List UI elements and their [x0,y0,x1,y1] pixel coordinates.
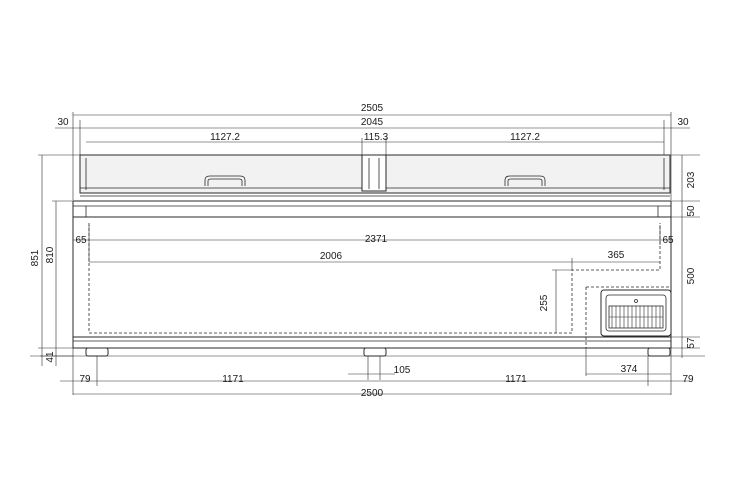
cabinet-base [72,336,672,349]
dim-bottom-span-right: 1171 [505,374,527,385]
dim-machine-width: 365 [608,250,625,261]
dim-lid-right: 1127.2 [510,132,540,143]
dim-well-width: 2006 [320,251,343,262]
rim [72,200,672,218]
dim-height-base: 57 [686,337,697,349]
dim-height-total: 851 [30,249,41,266]
dim-inset-right: 65 [662,235,674,246]
dim-lid-left: 1127.2 [210,132,240,143]
cabinet-outline [40,154,705,357]
dim-lid-center: 115.3 [364,132,389,143]
dim-top-overall: 2505 [361,103,384,114]
dim-top-inner: 2045 [361,117,384,128]
machine-compartment-outline [585,286,671,348]
dim-grille-width: 374 [621,364,638,375]
dim-bottom-center: 105 [394,365,411,376]
cabinet-body [72,216,672,338]
dimension-lines [30,112,700,395]
dim-top-side-right: 30 [677,117,689,128]
lid-divider [361,154,387,192]
foot-center [363,347,387,357]
dim-well-depth: 255 [539,294,550,311]
dim-bottom-span-left: 1171 [222,374,244,385]
dim-height-feet: 41 [45,351,56,363]
grille-slats [609,306,663,328]
handle-right [504,175,546,186]
dim-bottom-right: 79 [682,374,694,385]
dim-top-side-left: 30 [57,117,69,128]
dim-bottom-overall: 2500 [361,388,384,399]
dim-height-cabinet: 500 [686,267,697,284]
dim-height-body: 810 [45,246,56,263]
dim-inset-left: 65 [75,235,87,246]
dim-height-rim: 50 [686,205,697,217]
dim-interior-width: 2371 [365,234,388,245]
foot-right [647,347,671,357]
foot-left [85,347,109,357]
dim-height-lid: 203 [686,171,697,188]
dimension-labels: 2505 30 2045 30 1127.2 115.3 1127.2 851 … [30,103,697,399]
handle-left [204,175,246,186]
dim-bottom-left: 79 [79,374,91,385]
